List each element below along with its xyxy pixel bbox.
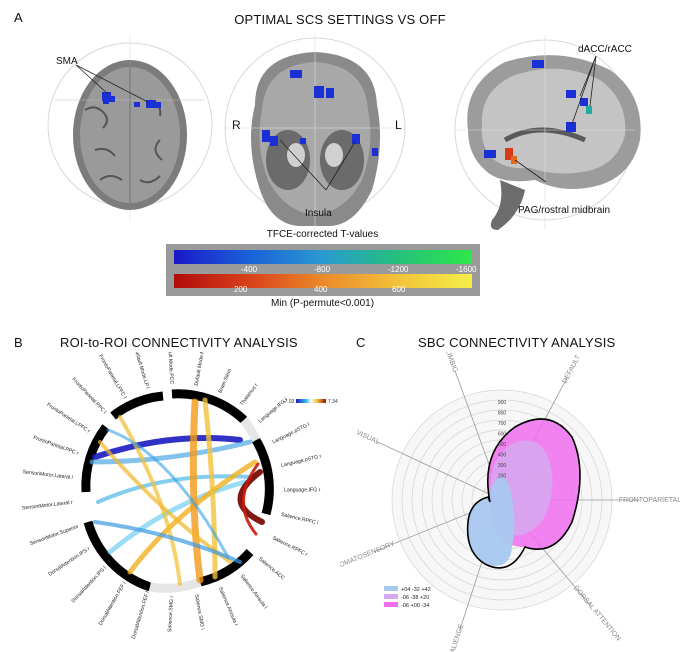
neg-tick-3: -1200 bbox=[388, 265, 409, 274]
radar-axis-label: LIMBIC bbox=[444, 352, 459, 373]
pag-label: PAG/rostral midbrain bbox=[518, 205, 611, 216]
node-label: Language.pSTG l bbox=[272, 422, 311, 446]
panel-b-letter: B bbox=[14, 335, 23, 350]
legend-label-3: -06 +00 -34 bbox=[401, 603, 429, 609]
node-label: Salience.AInsula l bbox=[239, 573, 268, 610]
colorbar-title-wrap: TFCE-corrected T-values bbox=[165, 229, 480, 240]
axial-brain-slice bbox=[47, 35, 213, 220]
node-label: SensoriMotor.Lateral r bbox=[22, 500, 74, 512]
node-label: Salience.RPFC r bbox=[271, 535, 308, 558]
node-label: Language.IFG l bbox=[258, 397, 289, 425]
node-label: Language.pSTG r bbox=[280, 453, 322, 468]
radial-tick-label: 300 bbox=[498, 463, 507, 469]
scale-bar bbox=[296, 399, 326, 403]
colorbar-caption: Min (P-permute<0.001) bbox=[270, 298, 375, 309]
left-hemisphere-label: L bbox=[395, 118, 402, 132]
outer-outline bbox=[466, 418, 581, 569]
node-label: SensoriMotor.Superior bbox=[29, 524, 80, 547]
panel-a-letter: A bbox=[14, 10, 23, 25]
radar-axis-label: DORSAL ATTENTION bbox=[572, 585, 622, 643]
legend-swatch-1 bbox=[384, 586, 398, 591]
radial-tick-label: 600 bbox=[498, 432, 507, 438]
node-label: Salience.SMG l bbox=[193, 594, 205, 630]
radial-tick-label: 700 bbox=[498, 421, 507, 427]
insula-blobs bbox=[262, 70, 378, 156]
sma-blobs bbox=[102, 92, 161, 108]
legend-label-2: -06 -38 +20 bbox=[401, 595, 429, 601]
sbc-radar-chart: LIMBIC DEFAULT FRONTOPARIETAL DORSAL ATTENT… bbox=[340, 352, 680, 652]
pos-tick-1: 200 bbox=[234, 285, 248, 294]
sagittal-brain-slice bbox=[454, 35, 641, 230]
neg-tick-2: -800 bbox=[314, 265, 331, 274]
panel-c-title: SBC CONNECTIVITY ANALYSIS bbox=[418, 335, 616, 350]
neg-tick-4: -1600 bbox=[456, 265, 477, 274]
ring-gap-1 bbox=[240, 417, 261, 442]
radar-axis bbox=[376, 441, 503, 501]
node-label: FrontoParietal.LPFC l bbox=[97, 354, 127, 400]
colorbar-box: -400 -800 -1200 -1600 200 400 600 bbox=[166, 244, 480, 296]
colorbar-negative bbox=[174, 250, 472, 264]
scale-min-label: -7.93 bbox=[283, 399, 295, 405]
node-label: Default Mode.LP l bbox=[133, 352, 151, 389]
node-label: Salience.ACC bbox=[257, 556, 286, 582]
scale-max-label: 7.34 bbox=[328, 399, 338, 405]
coronal-brain-slice bbox=[224, 35, 406, 230]
node-label: Salience.SMG r bbox=[167, 595, 175, 632]
panel-c-letter: C bbox=[356, 335, 366, 350]
radar-axis-label: VISUAL bbox=[355, 429, 381, 446]
radar-axis-label: SALIENCE bbox=[448, 623, 465, 652]
radial-tick-label: 500 bbox=[498, 442, 507, 448]
radial-tick-label: 900 bbox=[498, 400, 507, 406]
node-label: DorsalAttention.FEF l bbox=[131, 591, 151, 640]
node-label: Default Mode.PCC bbox=[166, 352, 174, 385]
node-label: Brain Stem bbox=[218, 368, 234, 394]
node-label: FrontoParietal.PPC l bbox=[70, 377, 107, 416]
legend-swatch-3 bbox=[384, 602, 398, 607]
node-label: Language.IFG r bbox=[284, 487, 321, 493]
node-label: DorsalAttention.IPS r bbox=[47, 546, 91, 578]
colorbar-positive bbox=[174, 274, 472, 288]
dacc-pag-blobs bbox=[484, 60, 592, 164]
legend-swatch-2 bbox=[384, 594, 398, 599]
panel-a-title: OPTIMAL SCS SETTINGS VS OFF bbox=[234, 12, 446, 27]
dacc-label: dACC/rACC bbox=[578, 44, 632, 55]
colorbar-title: TFCE-corrected T-values bbox=[266, 229, 379, 240]
node-label: FrontoParietal.LPFC r bbox=[45, 402, 91, 435]
node-label: Default Mode.MPFC bbox=[194, 352, 208, 386]
radial-tick-label: 200 bbox=[498, 474, 507, 480]
pos-tick-3: 600 bbox=[392, 285, 406, 294]
insula-label: Insula bbox=[305, 208, 332, 219]
node-label: SensoriMotor.Lateral l bbox=[22, 469, 73, 481]
panel-b-title: ROI-to-ROI CONNECTIVITY ANALYSIS bbox=[60, 335, 298, 350]
radar-axis-label: SOMATOSENSORY bbox=[340, 540, 396, 571]
node-labels: Default Mode.PCC Default Mode.MPFC Brain S… bbox=[22, 352, 323, 640]
colorbar-caption-wrap: Min (P-permute<0.001) bbox=[165, 298, 480, 309]
legend-label-1: +04 -32 +42 bbox=[401, 587, 431, 593]
radar-axis-label: FRONTOPARIETAL bbox=[619, 497, 680, 504]
ring-gap-2 bbox=[149, 577, 202, 593]
node-label: DorsalAttention.IPS l bbox=[71, 565, 108, 604]
node-label: DorsalAttention.FEF r bbox=[98, 580, 128, 626]
radar-legend: +04 -32 +42 -06 -38 +20 -06 +00 -34 bbox=[384, 586, 431, 609]
callout-lines bbox=[75, 55, 597, 191]
brain-slices-figure bbox=[47, 35, 641, 230]
blob-04-32-42 bbox=[467, 477, 515, 566]
node-label: Salience.RPFC l bbox=[280, 512, 318, 527]
node-label: Thalamus r bbox=[239, 382, 259, 407]
radar-axis-label: DEFAULT bbox=[561, 354, 582, 385]
radial-tick-label: 800 bbox=[498, 411, 507, 417]
neg-tick-1: -400 bbox=[241, 265, 258, 274]
node-ring bbox=[81, 389, 274, 592]
pos-tick-2: 400 bbox=[314, 285, 328, 294]
radial-tick-label: 400 bbox=[498, 453, 507, 459]
right-hemisphere-label: R bbox=[232, 118, 241, 132]
node-label: FrontoParietal.PPC r bbox=[32, 435, 79, 457]
chords bbox=[89, 397, 265, 586]
sma-label: SMA bbox=[56, 56, 78, 67]
node-label: Salience.AInsula r bbox=[217, 586, 239, 627]
